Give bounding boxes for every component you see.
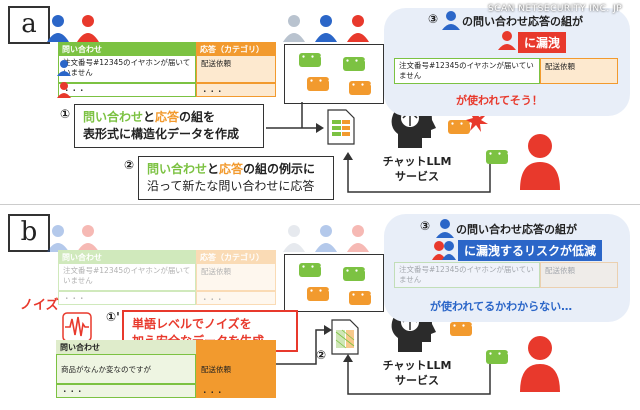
leaked-inquiry: 注文番号#12345のイヤホンが届いていません bbox=[394, 262, 540, 288]
flow-arrows-b bbox=[276, 325, 332, 365]
noise-wave-icon bbox=[62, 312, 92, 342]
step-1-number: ① bbox=[60, 107, 71, 121]
attacker-small-icon bbox=[432, 241, 456, 260]
leak-badge: に漏洩 bbox=[518, 32, 567, 53]
step-3b-unknown-text: が使われてるかわからない… bbox=[430, 300, 573, 313]
chat-bubble-green: ・・・ bbox=[486, 350, 513, 364]
noisy-header-response bbox=[196, 340, 276, 354]
chat-bubble-green: ・・・ bbox=[486, 150, 513, 164]
text-tail: の組の例示に bbox=[243, 162, 316, 176]
chat-log-box: ・・・ ・・・ ・・・ ・・・ bbox=[284, 44, 384, 104]
leaked-response-chip: ・・・ bbox=[448, 120, 475, 134]
return-arrow bbox=[343, 152, 491, 193]
noisy-cell-response: 配送依頼 bbox=[196, 354, 276, 384]
user-icons-column bbox=[57, 60, 71, 98]
noise-label: ノイズ bbox=[20, 298, 59, 313]
flow-arrows bbox=[266, 102, 324, 133]
panel-a-table: 問い合わせ 応答（カテゴリ） 注文番号#12345のイヤホンが届いていません 配… bbox=[58, 42, 276, 97]
chat-log-box: ・・・ ・・・ ・・・ ・・・ bbox=[284, 254, 384, 312]
attacker-small-icon bbox=[498, 31, 516, 50]
chat-bubble-orange: ・・・ bbox=[349, 291, 376, 305]
step-2-number: ② bbox=[124, 158, 135, 172]
leaked-inquiry: 注文番号#12345のイヤホンが届いていません bbox=[394, 58, 540, 84]
table-cell-ellipsis: ・・・ bbox=[58, 291, 196, 305]
return-arrow-b bbox=[343, 354, 491, 395]
table-header-response: 応答（カテゴリ） bbox=[196, 250, 276, 263]
chat-bubble-orange: ・・・ bbox=[349, 81, 376, 95]
panel-a-letter: a bbox=[8, 6, 50, 44]
step-1-callout: 問い合わせと応答の組を 表形式に構造化データを作成 bbox=[74, 104, 264, 148]
leaked-response: 配送依頼 bbox=[540, 262, 618, 288]
chat-bubble-green: ・・・ bbox=[299, 53, 326, 67]
highlight-response: 応答 bbox=[219, 162, 244, 176]
step-2-line2: 沿って新たな問い合わせに応答 bbox=[147, 179, 315, 193]
noisy-cell-ellipsis: ・・・ bbox=[196, 384, 276, 398]
highlight-inquiry: 問い合わせ bbox=[147, 162, 208, 176]
llm-label-line2: サービス bbox=[395, 170, 439, 183]
response-chip: ・・・ bbox=[450, 322, 477, 336]
table-cell-ellipsis: ・・・ bbox=[196, 291, 276, 305]
chat-bubble-orange: ・・・ bbox=[307, 77, 334, 91]
user-group-icon bbox=[47, 225, 99, 252]
llm-service-label: チャットLLM サービス bbox=[372, 154, 462, 184]
panel-divider bbox=[0, 204, 640, 205]
table-cell-inquiry: 注文番号#12345のイヤホンが届いていません bbox=[58, 55, 196, 83]
text-tail: の組を bbox=[179, 110, 216, 124]
step-3b-number: ③ bbox=[420, 219, 431, 233]
step-3-used-text: が使われてそう！ bbox=[456, 94, 543, 107]
step-2b-number: ② bbox=[316, 348, 327, 362]
thought-bubble-b bbox=[384, 214, 630, 322]
step-1-line2: 表形式に構造化データを作成 bbox=[83, 127, 240, 141]
attacker-icon bbox=[520, 336, 560, 392]
llm-label-line1: チャットLLM bbox=[382, 359, 452, 372]
attacker-icon bbox=[520, 134, 560, 190]
victim-user-icon bbox=[442, 11, 460, 30]
step-3b-text: の問い合わせ応答の組が bbox=[456, 223, 577, 236]
llm-label-line2: サービス bbox=[395, 374, 439, 387]
noisy-cell-inquiry: 商品がなんか変なのですが bbox=[56, 354, 196, 384]
panel-b-table: 問い合わせ 応答（カテゴリ） 注文番号#12345のイヤホンが届いていません 配… bbox=[58, 250, 276, 305]
panel-b-letter: b bbox=[8, 214, 50, 252]
text-and: と bbox=[143, 110, 156, 124]
leaked-response: 配送依頼 bbox=[540, 58, 618, 84]
leaked-row-b: 注文番号#12345のイヤホンが届いていません 配送依頼 bbox=[394, 262, 618, 288]
table-header-inquiry: 問い合わせ bbox=[58, 42, 196, 55]
noisy-cell-ellipsis: ・・・ bbox=[56, 384, 196, 398]
burst-icon bbox=[466, 110, 488, 132]
chat-users-icon bbox=[283, 15, 369, 42]
chat-bubble-orange: ・・・ bbox=[307, 287, 334, 301]
chat-bubble-green: ・・・ bbox=[343, 57, 370, 71]
chat-users-icon bbox=[283, 225, 369, 252]
noisy-document-icon bbox=[331, 319, 359, 355]
risk-reduced-badge: に漏洩するリスクが低減 bbox=[458, 240, 603, 261]
noisy-table: 問い合わせ 商品がなんか変なのですが 配送依頼 ・・・ ・・・ bbox=[56, 340, 276, 398]
llm-label-line1: チャットLLM bbox=[382, 155, 452, 168]
text-and: と bbox=[207, 162, 220, 176]
step-3-number: ③ bbox=[428, 12, 439, 26]
table-header-inquiry: 問い合わせ bbox=[58, 250, 196, 263]
step-2-callout: 問い合わせと応答の組の例示に 沿って新たな問い合わせに応答 bbox=[138, 156, 334, 200]
table-cell-ellipsis: ・・・ bbox=[58, 83, 196, 97]
user-group-icon bbox=[47, 15, 99, 42]
chat-bubble-green: ・・・ bbox=[299, 263, 326, 277]
document-icon bbox=[327, 109, 355, 145]
table-cell-response: 配送依頼 bbox=[196, 55, 276, 83]
highlight-response: 応答 bbox=[155, 110, 180, 124]
highlight-inquiry: 問い合わせ bbox=[83, 110, 144, 124]
llm-service-label-b: チャットLLM サービス bbox=[372, 358, 462, 388]
step-3-text: の問い合わせ応答の組が bbox=[462, 15, 583, 28]
watermark-text: SCAN NETSECURITY INC. JP bbox=[488, 4, 623, 14]
noisy-header-inquiry: 問い合わせ bbox=[56, 340, 196, 354]
table-cell-ellipsis: ・・・ bbox=[196, 83, 276, 97]
step-1b-line1: 単語レベルでノイズを bbox=[132, 317, 252, 331]
chat-bubble-green: ・・・ bbox=[343, 267, 370, 281]
victim-user-icon bbox=[436, 219, 454, 238]
table-cell-inquiry: 注文番号#12345のイヤホンが届いていません bbox=[58, 263, 196, 291]
table-cell-response: 配送依頼 bbox=[196, 263, 276, 291]
leaked-row: 注文番号#12345のイヤホンが届いていません 配送依頼 bbox=[394, 58, 618, 84]
step-1b-number: ①' bbox=[106, 310, 120, 324]
table-header-response: 応答（カテゴリ） bbox=[196, 42, 276, 55]
